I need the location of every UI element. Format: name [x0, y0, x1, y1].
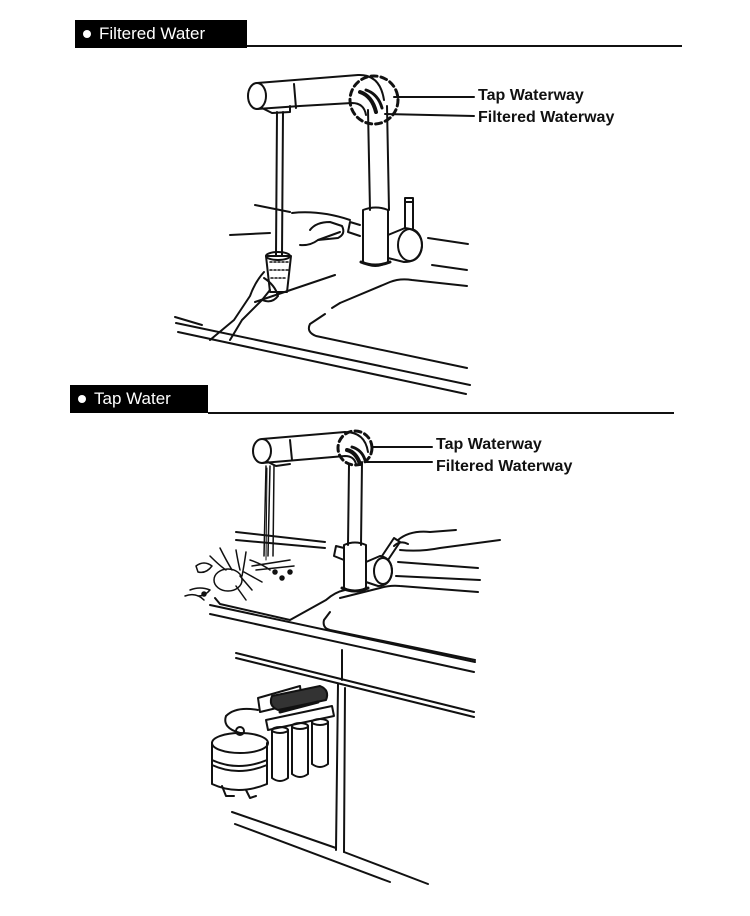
section-divider: [208, 412, 674, 414]
section-header-tap-water: Tap Water: [70, 385, 208, 413]
callout-tap-waterway: Tap Waterway: [436, 436, 542, 453]
section-title: Filtered Water: [99, 24, 206, 43]
callout-filtered-waterway: Filtered Waterway: [478, 109, 615, 126]
countertop-and-sink-2: [209, 531, 481, 885]
vegetables: [184, 547, 295, 601]
section-title: Tap Water: [94, 389, 171, 408]
ro-filter-system: [211, 685, 335, 799]
countertop-and-sink-1: [174, 237, 471, 395]
section-divider: [247, 45, 682, 47]
callout-filtered-waterway: Filtered Waterway: [436, 458, 573, 475]
faucet-illustration-filtered: [247, 73, 475, 267]
faucet-illustration-tap: [252, 429, 433, 593]
hand-on-handle: [393, 529, 501, 552]
callout-tap-waterway: Tap Waterway: [478, 87, 584, 104]
section-header-filtered-water: Filtered Water: [75, 20, 247, 48]
glass-and-hand: [209, 204, 351, 341]
bullet-icon: [83, 30, 91, 38]
bullet-icon: [78, 395, 86, 403]
